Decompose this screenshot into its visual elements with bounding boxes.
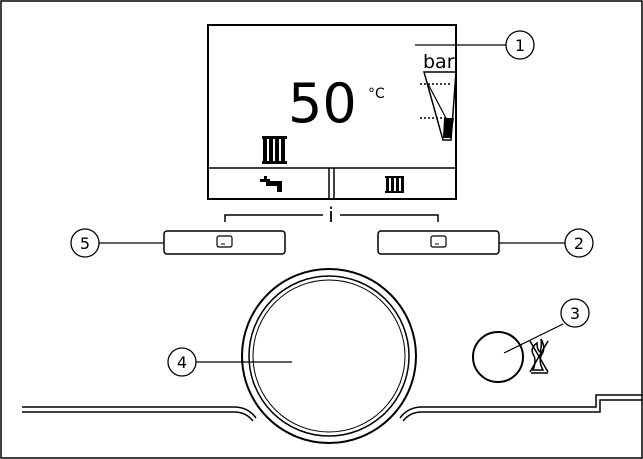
info-label: i bbox=[328, 203, 334, 227]
pressure-unit-label: bar bbox=[423, 51, 455, 73]
callout-leaders bbox=[99, 44, 565, 363]
callout-1: 1 bbox=[505, 30, 535, 60]
display: 50 °C bar bbox=[207, 24, 457, 200]
burner-fault-icon bbox=[529, 338, 549, 374]
left-button-symbol bbox=[216, 235, 233, 248]
housing-edge bbox=[22, 394, 643, 422]
callout-4: 4 bbox=[167, 347, 197, 377]
callout-5: 5 bbox=[70, 228, 100, 258]
svg-text:2: 2 bbox=[574, 234, 584, 253]
left-selection-button[interactable] bbox=[163, 230, 286, 255]
callout-2: 2 bbox=[564, 228, 594, 258]
fault-clear-button[interactable] bbox=[472, 331, 524, 383]
svg-text:3: 3 bbox=[570, 304, 580, 323]
right-selection-button[interactable] bbox=[377, 230, 500, 255]
svg-text:5: 5 bbox=[80, 234, 90, 253]
svg-text:4: 4 bbox=[177, 353, 187, 372]
temperature-value: 50 bbox=[288, 72, 357, 135]
heating-softkey-radiator-icon bbox=[385, 176, 404, 193]
svg-text:1: 1 bbox=[515, 36, 525, 55]
temperature-unit: °C bbox=[368, 86, 385, 102]
callout-3: 3 bbox=[560, 298, 590, 328]
rotary-knob[interactable] bbox=[241, 268, 417, 444]
hot-water-tap-icon bbox=[260, 176, 282, 192]
info-bracket: i bbox=[224, 203, 439, 227]
heating-radiator-icon bbox=[262, 136, 287, 164]
right-button-symbol bbox=[430, 235, 447, 248]
pressure-gauge-icon bbox=[420, 71, 457, 141]
display-frame bbox=[207, 24, 457, 200]
